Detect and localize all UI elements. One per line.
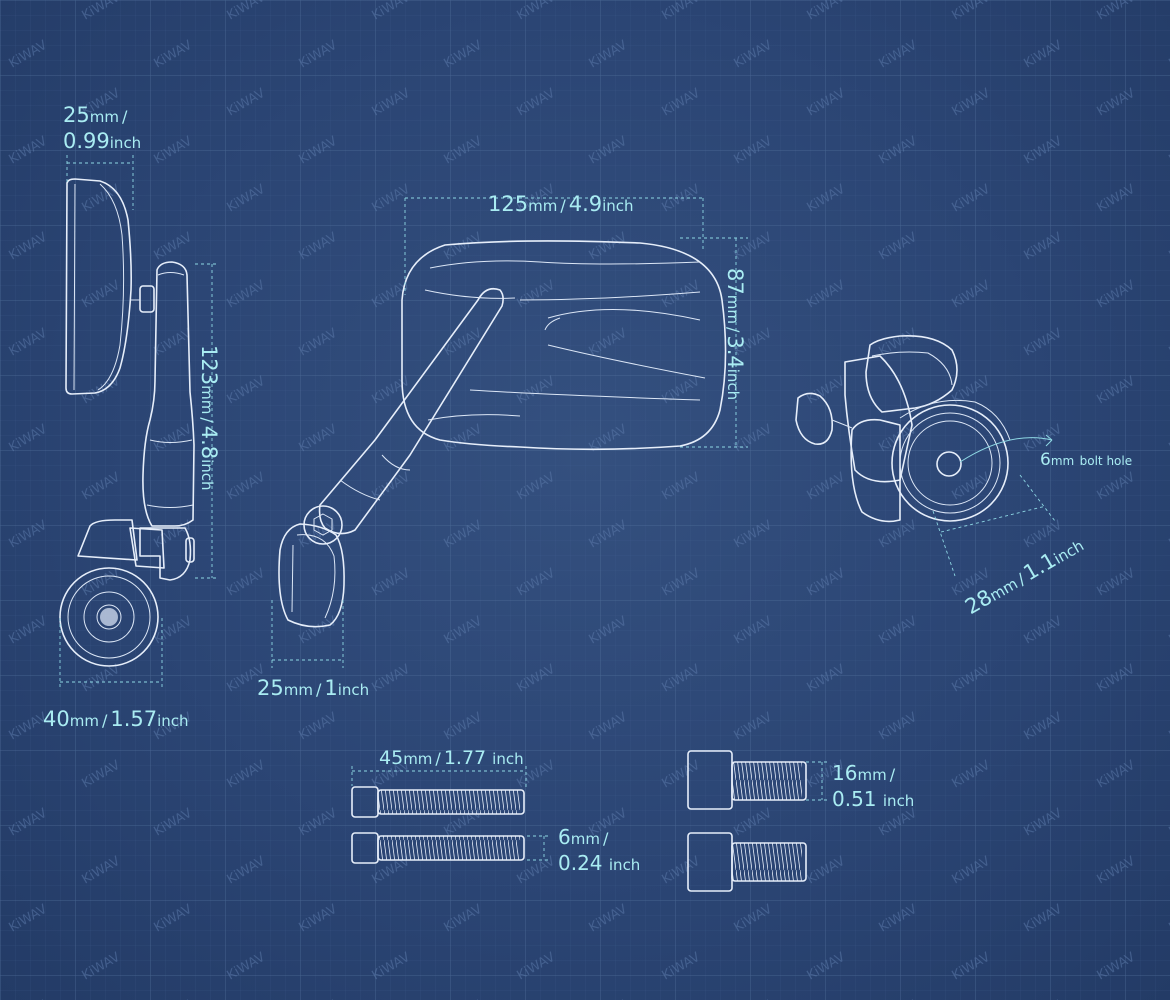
mm-value: 6 — [1040, 450, 1051, 470]
short-bolt-length-label: 16mm/ 0.51 inch — [832, 761, 914, 813]
mm-value: 6 — [558, 825, 571, 849]
bolt-hole-label: 6mm bolt hole — [1040, 452, 1132, 469]
front-width-label: 125mm/4.9inch — [488, 194, 634, 215]
separator: / — [101, 711, 108, 730]
bolt-hole-text: bolt hole — [1079, 454, 1133, 468]
inch-unit: inch — [882, 792, 915, 810]
mm-unit: mm — [69, 712, 99, 730]
inch-value: 1.77 — [443, 747, 487, 769]
inch-unit: inch — [602, 197, 634, 215]
mm-value: 45 — [379, 747, 404, 769]
mm-unit: mm — [724, 294, 742, 324]
inch-value: 1.57 — [110, 707, 158, 731]
front-height-label: 87mm / 3.4inch — [723, 268, 747, 401]
inch-value: 1 — [324, 676, 338, 700]
mirror-front-view — [278, 240, 727, 628]
separator: / — [724, 326, 743, 333]
inch-value: 0.24 — [558, 851, 603, 875]
separator: / — [889, 765, 896, 784]
mm-unit: mm — [857, 766, 887, 784]
inch-value: 4.8 — [197, 425, 221, 460]
bolt-length-label: 45mm/1.77 inch — [379, 749, 524, 768]
dimension-lines — [59, 155, 1056, 861]
mm-value: 16 — [832, 761, 858, 785]
inch-unit: inch — [608, 856, 641, 874]
inch-value: 3.4 — [723, 335, 747, 369]
separator: / — [560, 196, 566, 215]
long-bolts — [351, 786, 525, 864]
side-bottom-width-label: 40mm/1.57inch — [43, 709, 189, 730]
side-height-label: 123mm / 4.8inch — [197, 345, 221, 491]
mm-value: 40 — [43, 707, 70, 731]
short-bolts — [687, 750, 807, 892]
separator: / — [121, 107, 128, 126]
inch-unit: inch — [492, 750, 524, 768]
front-clamp-label: 25mm/1inch — [257, 678, 369, 699]
inch-unit: inch — [337, 681, 370, 699]
mm-unit: mm — [1050, 454, 1075, 468]
mm-unit: mm — [403, 750, 433, 768]
mm-unit: mm — [570, 830, 600, 848]
inch-value: 0.51 — [832, 787, 877, 811]
clamp-perspective-view — [795, 334, 1011, 523]
inch-unit: inch — [157, 712, 189, 730]
separator: / — [198, 417, 217, 423]
mm-value: 87 — [723, 268, 747, 295]
mm-unit: mm — [283, 681, 313, 699]
separator: / — [315, 680, 322, 699]
mm-value: 25 — [257, 676, 284, 700]
mm-unit: mm — [198, 385, 216, 415]
mm-unit: mm — [89, 108, 119, 126]
inch-value: 0.99 — [63, 129, 110, 153]
mirror-side-view — [59, 178, 195, 667]
bolt-diameter-label: 6mm/ 0.24 inch — [558, 825, 640, 877]
separator: / — [602, 829, 609, 848]
mm-value: 25 — [63, 103, 90, 127]
inch-unit: inch — [198, 459, 216, 491]
mm-unit: mm — [528, 197, 558, 215]
inch-value: 4.9 — [568, 192, 603, 216]
side-top-width-label: 25mm/ 0.99inch — [63, 103, 141, 155]
mm-value: 125 — [488, 192, 529, 216]
mm-value: 123 — [197, 345, 221, 386]
separator: / — [435, 749, 441, 768]
inch-unit: inch — [109, 134, 142, 152]
inch-unit: inch — [724, 368, 742, 401]
